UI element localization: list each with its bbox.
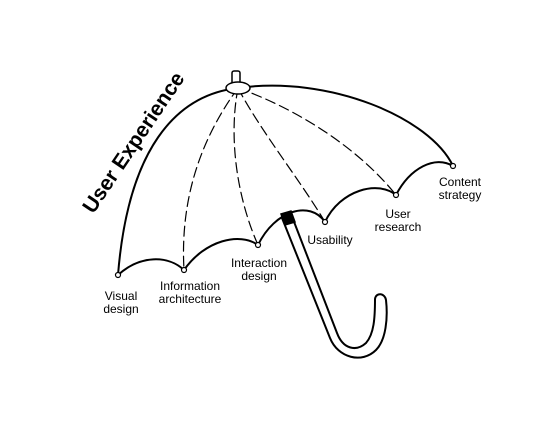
- label-interaction-design: Interaction design: [224, 257, 294, 283]
- label-information-architecture: Information architecture: [150, 280, 230, 306]
- label-visual-design: Visual design: [96, 290, 146, 316]
- umbrella-canopy: [117, 84, 454, 276]
- label-visual-design-line1: Visual: [104, 289, 138, 303]
- label-user-research-line2: research: [374, 220, 422, 234]
- label-usability-line1: Usability: [307, 233, 353, 247]
- label-visual-design-line2: design: [103, 302, 139, 316]
- umbrella-tip: [225, 70, 251, 95]
- label-user-research: User research: [368, 208, 428, 234]
- label-content-strategy-line1: Content: [438, 175, 482, 189]
- umbrella-ribs: [182, 87, 397, 271]
- label-user-research-line1: User: [385, 207, 411, 221]
- label-interaction-design-line2: design: [241, 269, 277, 283]
- label-interaction-design-line1: Interaction: [230, 256, 288, 270]
- label-information-architecture-line1: Information: [159, 279, 221, 293]
- label-information-architecture-line2: architecture: [158, 292, 222, 306]
- rib-tips: [114, 162, 457, 279]
- label-content-strategy: Content strategy: [428, 176, 492, 202]
- label-content-strategy-line2: strategy: [438, 188, 482, 202]
- label-usability: Usability: [300, 234, 360, 247]
